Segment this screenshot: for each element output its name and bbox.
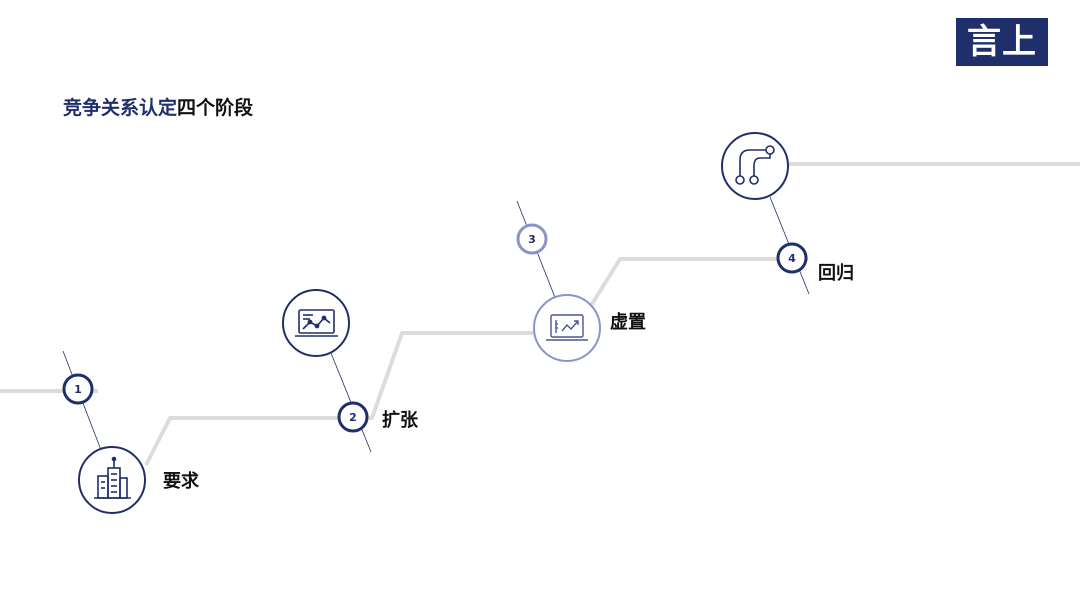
stage-1-icon-circle	[78, 446, 146, 514]
stage-4-icon-circle	[721, 132, 789, 200]
branch-icon	[735, 145, 775, 185]
brand-logo-text: 言上	[967, 22, 1037, 62]
building-icon	[94, 456, 131, 499]
stage-3-badge: 3	[516, 223, 548, 255]
stage-1-label: 要求	[163, 471, 199, 492]
stage-4-number: 4	[788, 252, 796, 265]
page-title: 竞争关系认定四个阶段	[63, 93, 253, 120]
stage-3-label: 虚置	[610, 312, 646, 333]
brand-logo: 言上	[956, 18, 1048, 66]
line-chart-monitor-icon	[295, 309, 338, 337]
stage-1-number: 1	[74, 383, 82, 396]
trend-laptop-icon	[546, 314, 588, 341]
stage-2-number: 2	[349, 411, 357, 424]
stage-4-badge: 4	[776, 242, 808, 274]
stage-2-badge: 2	[337, 401, 369, 433]
page-title-rest: 四个阶段	[177, 97, 254, 119]
page-title-highlight: 竞争关系认定	[63, 97, 178, 119]
stage-2-label: 扩张	[382, 410, 418, 431]
staircase-path	[144, 257, 808, 466]
stage-3-icon-circle	[533, 294, 601, 362]
stage-1-badge: 1	[62, 373, 94, 405]
stage-2-icon-circle	[282, 289, 350, 357]
stage-4-label: 回归	[818, 263, 854, 284]
stage-3-number: 3	[528, 233, 536, 246]
